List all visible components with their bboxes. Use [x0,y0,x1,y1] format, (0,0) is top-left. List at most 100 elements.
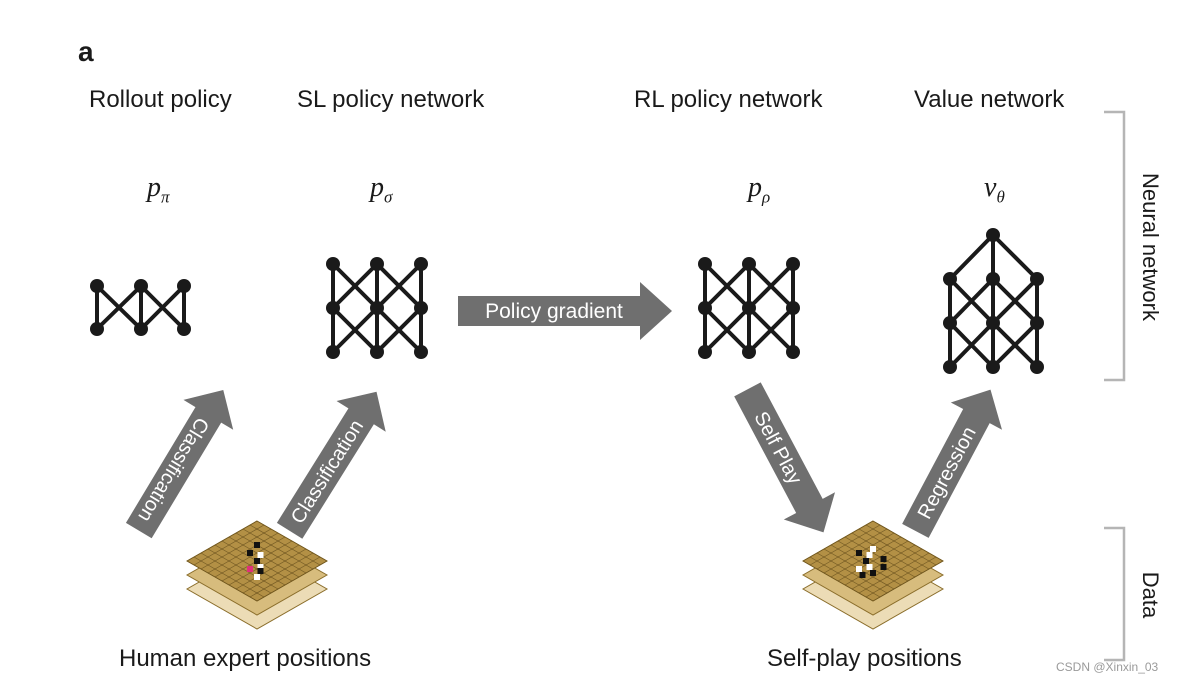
regression-label: Regression [914,423,981,523]
human-grid-line [249,556,321,598]
classification-right-arrow: Classification [276,391,386,539]
sl-node [326,345,340,359]
value-node [943,360,957,374]
rollout-node [177,322,191,336]
human-stone [254,542,260,548]
self-grid-line [865,524,937,566]
self-grid-line [858,528,930,570]
self-stone [856,550,862,556]
rl-edge [747,306,795,354]
self-grid-line [844,544,916,586]
neural-network-side-label: Neural network [1138,173,1163,321]
symbol-p-pi: pπ [147,172,170,207]
rollout-network-icon [90,279,191,336]
rl-edge [703,306,751,354]
rollout-node [134,279,148,293]
value-node [943,272,957,286]
self-stone [866,564,873,570]
value-node [986,228,1000,242]
rl-node [698,345,712,359]
value-node [986,316,1000,330]
human-grid-line [249,524,321,566]
sl-node [370,301,384,315]
human-stone [247,566,253,572]
sl-node [326,301,340,315]
self-stone [870,570,876,576]
value-node [1030,360,1044,374]
self-grid-line [872,560,944,602]
human-grid-line [228,536,300,578]
value-node [943,316,957,330]
sl-edge [331,262,379,310]
panel-label: a [78,36,94,67]
human-grid-line [228,544,300,586]
self-play-arrow: Self Play [734,382,836,533]
value-node [986,272,1000,286]
value-edge [948,277,995,325]
value-edge [991,233,1039,281]
rl-network-icon [698,257,800,359]
policy-gradient-label: Policy gradient [485,300,623,323]
sl-node [370,257,384,271]
watermark: CSDN @Xinxin_03 [1056,660,1159,674]
data-side-label: Data [1138,571,1163,619]
human-grid-line [242,552,314,594]
policy-gradient-arrow: Policy gradient [458,282,672,340]
value-node [986,360,1000,374]
self-stone [880,564,887,570]
rollout-edge [139,284,186,331]
self-grid-line [851,532,923,574]
selfplay-board-stack-icon [801,520,945,630]
neural-network-bracket [1104,110,1126,382]
rl-node [742,301,756,315]
sl-node [414,345,428,359]
value-node [1030,272,1044,286]
symbol-p-sigma: pσ [370,172,393,207]
rl-node [786,345,800,359]
title-rollout-policy: Rollout policy [89,86,232,113]
human-stone [254,558,260,564]
human-board-stack-icon [185,520,329,630]
self-grid-line [851,548,923,590]
rl-node [742,257,756,271]
self-stone [880,556,887,562]
sl-node [414,257,428,271]
value-edge [948,321,995,369]
value-node [1030,316,1044,330]
rl-edge [703,262,751,310]
self-stone [859,572,866,578]
sl-edge [375,306,423,354]
self-grid-line [872,520,944,562]
self-grid-line [837,540,909,582]
human-stone [257,564,264,570]
self-stone [863,558,869,564]
classification-left-label: Classification [133,413,213,525]
human-grid-line [242,528,314,570]
sl-node [414,301,428,315]
self-stone [870,546,876,552]
classification-left-arrow: Classification [125,389,234,539]
rollout-node [177,279,191,293]
rl-node [786,257,800,271]
human-expert-positions-label: Human expert positions [119,645,372,672]
value-edge [948,233,995,281]
rl-node [698,257,712,271]
self-grid-line [844,536,916,578]
self-stone [866,552,873,558]
value-edge [991,277,1039,325]
title-value-network: Value network [914,86,1065,113]
rollout-edge [95,284,143,331]
title-rl-policy-network: RL policy network [634,86,823,113]
rl-node [742,345,756,359]
symbol-v-theta: vθ [984,172,1005,207]
data-bracket [1104,526,1126,662]
value-edge [991,321,1039,369]
regression-arrow: Regression [902,389,1003,538]
title-sl-policy-network: SL policy network [297,86,485,113]
sl-edge [375,262,423,310]
sl-network-icon [326,257,428,359]
self-grid-line [858,552,930,594]
symbol-p-rho: pρ [748,172,771,207]
human-stone [247,550,253,556]
